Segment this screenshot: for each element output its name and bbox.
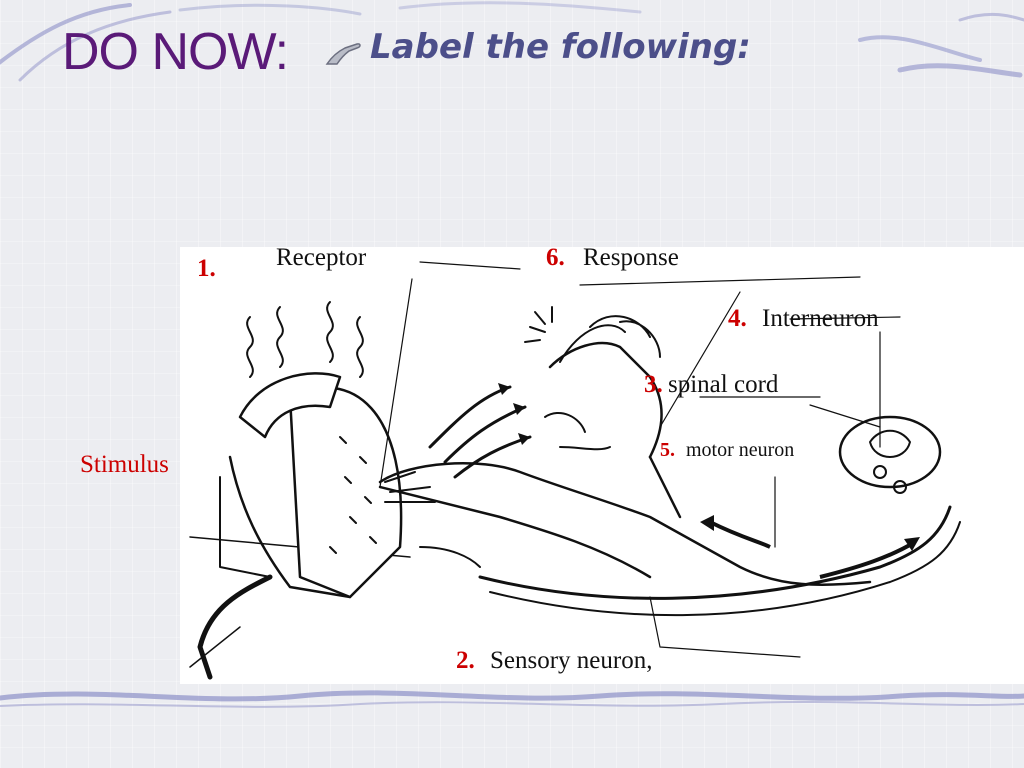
- label-number-1: 1.: [197, 255, 216, 282]
- iron-handle: [238, 372, 342, 439]
- nerve-pathway: [478, 505, 952, 600]
- label-response: Response: [583, 244, 679, 271]
- label-stimulus: Stimulus: [80, 451, 169, 478]
- reflex-arc-illustration: [189, 261, 961, 680]
- label-receptor: Receptor: [276, 244, 367, 271]
- label-number-4: 4.: [728, 305, 747, 332]
- leader-interneuron: [789, 316, 901, 320]
- footer-swirl-decoration: [0, 690, 1024, 708]
- label-number-6: 6.: [546, 244, 565, 271]
- header-swirl-decoration: [0, 1, 1024, 82]
- slide-title: DO NOW:: [62, 23, 289, 81]
- label-motor-neuron: motor neuron: [686, 439, 795, 461]
- hand-touching: [378, 462, 872, 587]
- iron-soleplate: [288, 386, 403, 599]
- hand-withdrawn: [548, 341, 663, 459]
- leader-response: [579, 276, 861, 286]
- label-number-2: 2.: [456, 647, 475, 674]
- label-interneuron: Interneuron: [762, 305, 879, 332]
- slide-subtitle: Label the following:: [370, 27, 751, 67]
- spinal-cord-section: [838, 415, 942, 489]
- label-sensory-neuron: Sensory neuron,: [490, 647, 653, 674]
- arrow-motor: [700, 515, 714, 531]
- label-number-5: 5.: [660, 439, 675, 461]
- leader-sensory: [649, 596, 801, 658]
- label-number-3: 3.: [644, 371, 663, 398]
- label-spinal-cord: spinal cord: [668, 371, 779, 398]
- pointing-finger-icon: [325, 43, 361, 65]
- leader-receptor: [419, 261, 521, 270]
